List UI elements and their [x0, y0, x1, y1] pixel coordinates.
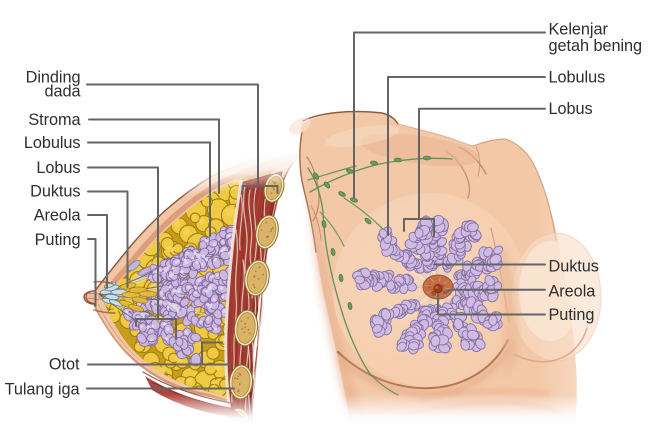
svg-text:Duktus: Duktus — [30, 183, 80, 201]
svg-text:Stroma: Stroma — [28, 111, 81, 129]
svg-text:Areola: Areola — [34, 207, 82, 225]
svg-text:Otot: Otot — [49, 356, 80, 374]
svg-text:Duktus: Duktus — [549, 258, 599, 276]
svg-text:Lobulus: Lobulus — [24, 134, 81, 152]
svg-text:Areola: Areola — [549, 283, 597, 301]
svg-text:Kelenjar: Kelenjar — [549, 21, 609, 39]
svg-text:dada: dada — [44, 83, 81, 101]
svg-text:Puting: Puting — [549, 306, 595, 324]
svg-text:Lobus: Lobus — [36, 159, 80, 177]
svg-text:Lobus: Lobus — [549, 100, 593, 118]
svg-text:Dinding: Dinding — [26, 69, 81, 87]
svg-text:Lobulus: Lobulus — [549, 69, 606, 87]
svg-text:getah bening: getah bening — [549, 37, 643, 55]
svg-text:Puting: Puting — [35, 231, 81, 249]
svg-text:Tulang iga: Tulang iga — [5, 381, 81, 399]
